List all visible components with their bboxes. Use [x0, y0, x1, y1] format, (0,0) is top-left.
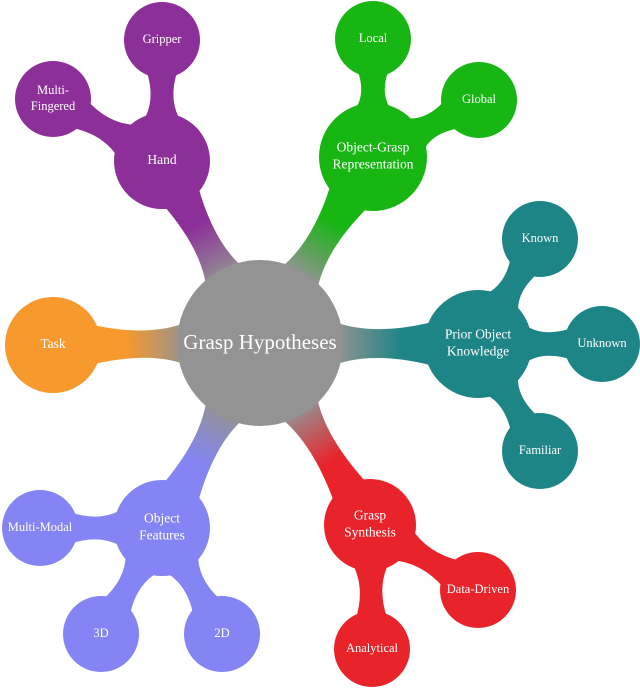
features-label: Object [144, 511, 180, 526]
representation-child-1-label: Local [359, 31, 388, 45]
prior-knowledge-child-1-label: Known [522, 231, 560, 245]
features-child-3-label: 2D [214, 626, 229, 640]
features-child-3-node[interactable] [184, 596, 260, 672]
synthesis-child-2-label: Analytical [346, 641, 399, 655]
synthesis-label: Grasp [354, 508, 386, 523]
prior_knowledge-child-connector [520, 321, 573, 367]
hand-child-1-node[interactable] [124, 2, 200, 78]
hand-label: Hand [147, 152, 176, 167]
synthesis-child-2-node[interactable] [334, 611, 410, 687]
representation-child-connector [350, 68, 396, 115]
representation-child-2-label: Global [462, 92, 497, 106]
synthesis-child-1-label: Data-Driven [447, 582, 510, 596]
task-label: Task [40, 336, 66, 351]
features-child-1-node[interactable] [2, 490, 78, 566]
prior-knowledge-child-3-label: Familiar [519, 443, 562, 457]
hand-child-2-node[interactable] [15, 61, 91, 137]
synthesis-node[interactable] [324, 479, 416, 571]
features-node[interactable] [114, 480, 210, 576]
hand-child-2-label: Fingered [31, 99, 76, 113]
representation-child-2-node[interactable] [441, 62, 517, 138]
prior-knowledge-child-2-node[interactable] [564, 306, 640, 382]
synthesis-child-1-node[interactable] [440, 552, 516, 628]
hand-child-connector [141, 69, 183, 124]
prior-knowledge-child-1-node[interactable] [502, 201, 578, 277]
features-label: Features [139, 528, 185, 543]
prior-knowledge-node[interactable] [424, 290, 532, 398]
synthesis-child-connector [351, 560, 390, 620]
hand-child-1-label: Gripper [143, 32, 183, 46]
representation-node[interactable] [319, 103, 427, 211]
synthesis-label: Synthesis [344, 525, 396, 540]
representation-child-1-node[interactable] [335, 1, 411, 77]
hand-node[interactable] [114, 113, 210, 209]
features-child-connector [69, 507, 125, 549]
prior-knowledge-child-2-label: Unknown [577, 336, 627, 350]
prior-knowledge-child-3-node[interactable] [502, 413, 578, 489]
representation-label: Representation [333, 157, 414, 172]
task-node[interactable] [5, 297, 101, 393]
representation-label: Object-Grasp [337, 140, 410, 155]
features-child-1-label: Multi-Modal [8, 520, 73, 534]
hand-child-2-label: Multi- [37, 83, 69, 97]
features-child-2-label: 3D [93, 626, 108, 640]
task-connector [90, 318, 196, 369]
center-label: Grasp Hypotheses [183, 330, 336, 354]
prior-knowledge-label: Prior Object [445, 327, 512, 342]
features-child-2-node[interactable] [63, 596, 139, 672]
prior_knowledge-connector [324, 318, 436, 369]
center-node[interactable] [177, 260, 343, 426]
prior-knowledge-label: Knowledge [447, 344, 509, 359]
